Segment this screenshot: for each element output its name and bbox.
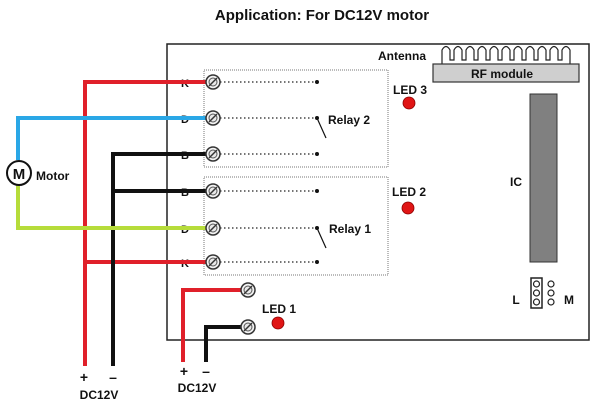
relay1-label: Relay 1: [329, 222, 371, 236]
diagram-title: Application: For DC12V motor: [215, 7, 429, 24]
bottom-power-minus: –: [202, 363, 210, 379]
led3-indicator: [402, 96, 416, 110]
led1-indicator: [271, 316, 285, 330]
wire-green-motor: [16, 186, 212, 230]
bottom-power-label: DC12V: [178, 381, 217, 395]
screw-terminal-relay1-k-icon: [205, 254, 221, 270]
relay2-box: [203, 69, 389, 168]
screw-terminals: [205, 74, 256, 335]
ic-chip: [529, 93, 558, 263]
screw-terminal-power-minus-icon: [240, 319, 256, 335]
screw-terminal-relay2-d-icon: [205, 110, 221, 126]
motor-label: Motor: [36, 169, 70, 183]
screw-terminal-relay2-k-icon: [205, 74, 221, 90]
ic-label: IC: [510, 175, 522, 189]
relay1-contact-no: [315, 189, 319, 193]
screw-terminal-relay1-b-icon: [205, 183, 221, 199]
rf-module-label: RF module: [471, 67, 533, 81]
jumper-label-left: L: [512, 293, 519, 307]
led1-label: LED 1: [262, 302, 296, 316]
jumper-block: [530, 277, 555, 309]
wire-red-power-input: [181, 288, 247, 362]
bottom-power-plus: +: [180, 363, 188, 379]
controller-board: [166, 43, 590, 341]
screw-terminal-relay2-b-icon: [205, 146, 221, 162]
relay1-switch-arm: [316, 227, 327, 249]
screw-terminal-power-plus-icon: [240, 282, 256, 298]
left-power-label: DC12V: [80, 388, 119, 402]
led2-label: LED 2: [392, 185, 426, 199]
left-power-minus: –: [109, 369, 117, 385]
left-power-plus: +: [80, 369, 88, 385]
motor-symbol: M: [13, 166, 26, 183]
antenna-coil-icon: [441, 45, 571, 64]
relay2-switch-arm: [316, 117, 327, 139]
led3-label: LED 3: [393, 83, 427, 97]
relay1-contact-nc: [315, 260, 319, 264]
jumper-label-right: M: [564, 293, 574, 307]
relay2-label: Relay 2: [328, 113, 370, 127]
motor-icon: [6, 160, 32, 186]
led2-indicator: [401, 201, 415, 215]
wire-black-power-input: [204, 325, 247, 362]
rf-module: [432, 63, 580, 83]
relay2-contact-no: [315, 80, 319, 84]
wires: [16, 80, 247, 366]
wire-red-plus: [83, 80, 212, 366]
wire-blue-motor: [16, 116, 212, 160]
screw-terminal-relay1-d-icon: [205, 220, 221, 236]
antenna-label: Antenna: [378, 49, 426, 63]
wire-black-minus: [111, 152, 212, 366]
relay2-contact-nc: [315, 152, 319, 156]
